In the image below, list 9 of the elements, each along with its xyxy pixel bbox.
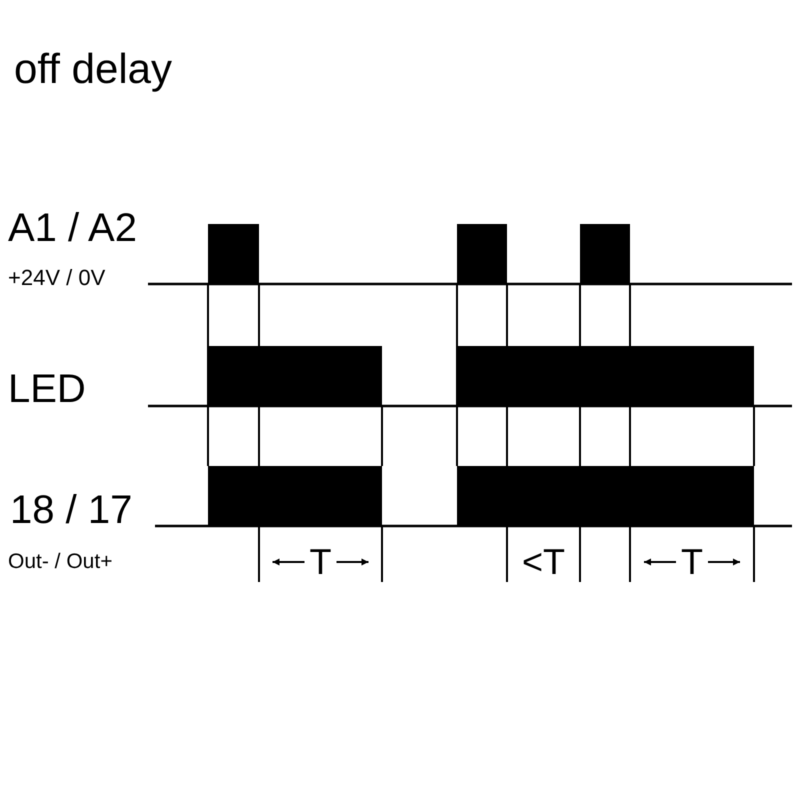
time-label: <T: [522, 544, 565, 580]
signal-sublabel: +24V / 0V: [8, 267, 106, 289]
signal-label: 18 / 17: [10, 490, 132, 530]
signal-label: LED: [8, 369, 86, 409]
signal-sublabel: Out- / Out+: [8, 551, 112, 572]
time-label: T: [681, 544, 703, 580]
signal-label: A1 / A2: [8, 208, 137, 248]
diagram-title: off delay: [14, 48, 172, 90]
time-label: T: [310, 544, 332, 580]
